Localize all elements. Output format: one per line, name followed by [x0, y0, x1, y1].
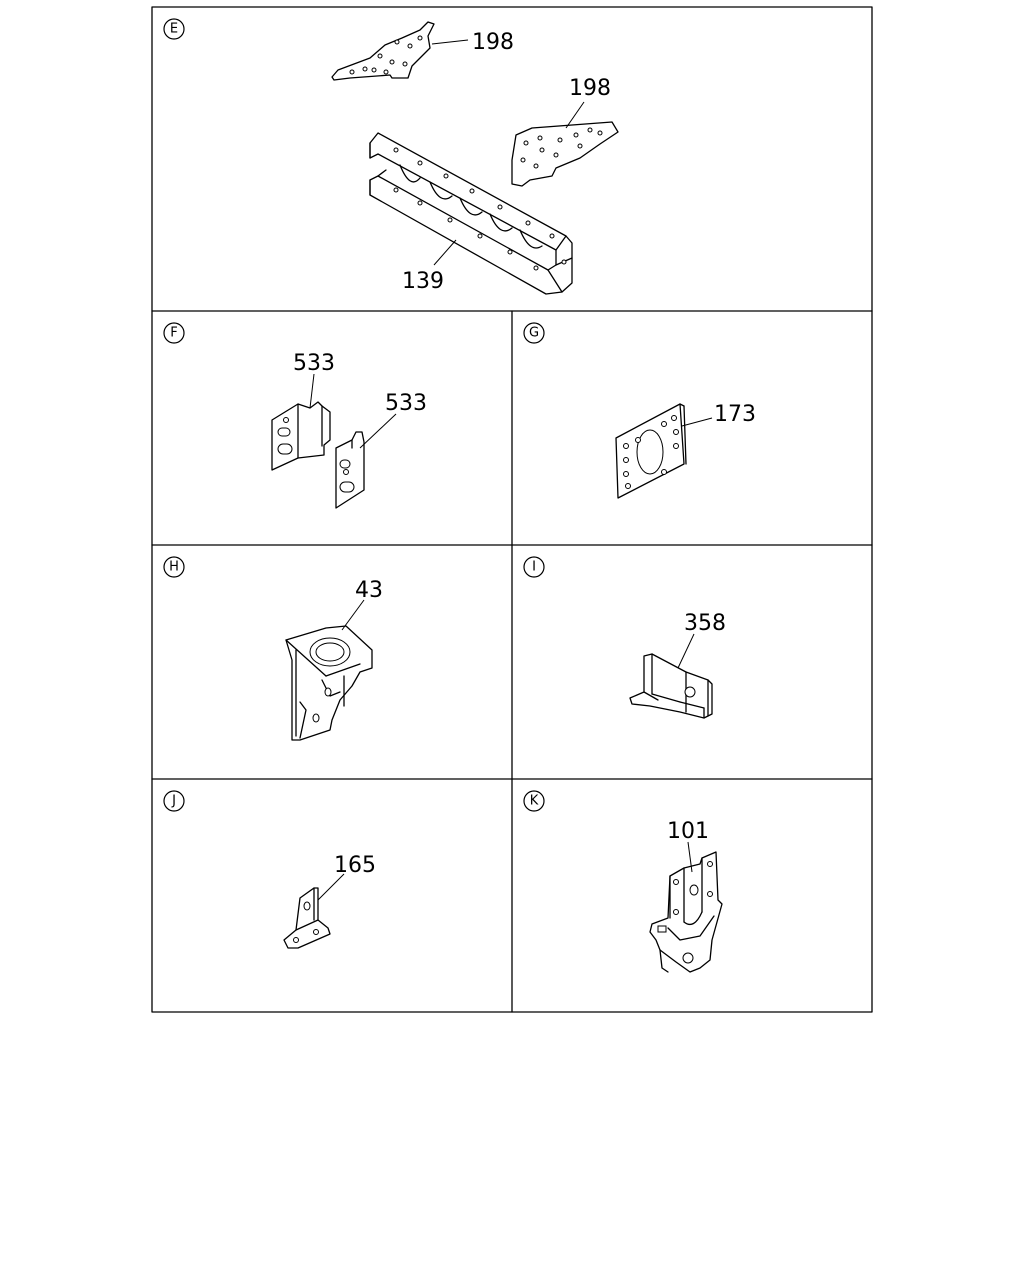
- section-marker-h: H: [163, 556, 185, 578]
- leader-533-left: [309, 373, 315, 409]
- part-43-mount: [285, 625, 373, 741]
- section-e: E 198: [163, 18, 619, 295]
- leader-533-right: [359, 413, 397, 449]
- leader-358: [677, 633, 695, 669]
- part-173-plate: [615, 403, 687, 499]
- part-number-139: 139: [402, 269, 444, 294]
- part-number-173: 173: [714, 402, 756, 427]
- part-533-right-bracket: [335, 431, 365, 509]
- svg-text:I: I: [532, 560, 536, 575]
- part-number-533-right: 533: [385, 391, 427, 416]
- part-198-upper-plate: [331, 21, 435, 81]
- leader-198-upper: [431, 39, 469, 45]
- section-j: J 165: [163, 790, 376, 949]
- section-marker-i: I: [523, 556, 545, 578]
- svg-text:H: H: [169, 560, 179, 575]
- section-marker-j: J: [163, 790, 185, 812]
- panel-grid: [151, 6, 873, 1013]
- section-k: K 101: [523, 790, 723, 973]
- part-number-43: 43: [355, 578, 383, 603]
- leader-43: [341, 599, 365, 631]
- svg-text:G: G: [529, 326, 539, 341]
- svg-text:E: E: [170, 22, 178, 37]
- part-number-165: 165: [334, 853, 376, 878]
- part-number-533-left: 533: [293, 351, 335, 376]
- section-h: H 43: [163, 556, 383, 741]
- svg-text:K: K: [530, 794, 539, 809]
- svg-text:F: F: [170, 326, 177, 341]
- part-198-lower-plate: [511, 121, 619, 187]
- section-f: F 533 533: [163, 322, 427, 509]
- part-number-198-lower: 198: [569, 76, 611, 101]
- part-139-channel-beam: [369, 132, 573, 295]
- part-101-hanger: [649, 851, 723, 973]
- part-number-101: 101: [667, 819, 709, 844]
- section-marker-f: F: [163, 322, 185, 344]
- part-358-bracket: [629, 653, 713, 719]
- part-number-358: 358: [684, 611, 726, 636]
- svg-text:J: J: [171, 794, 176, 809]
- section-i: I 358: [523, 556, 726, 719]
- leader-165: [317, 873, 345, 901]
- leader-101: [687, 841, 693, 873]
- section-marker-e: E: [163, 18, 185, 40]
- leader-198-lower: [565, 101, 585, 129]
- section-marker-k: K: [523, 790, 545, 812]
- section-marker-g: G: [523, 322, 545, 344]
- part-533-left-bracket: [271, 401, 331, 471]
- part-number-198-upper: 198: [472, 30, 514, 55]
- section-g: G 173: [523, 322, 756, 499]
- leader-173: [681, 417, 713, 427]
- part-165-bracket: [283, 887, 331, 949]
- leader-139: [433, 239, 457, 266]
